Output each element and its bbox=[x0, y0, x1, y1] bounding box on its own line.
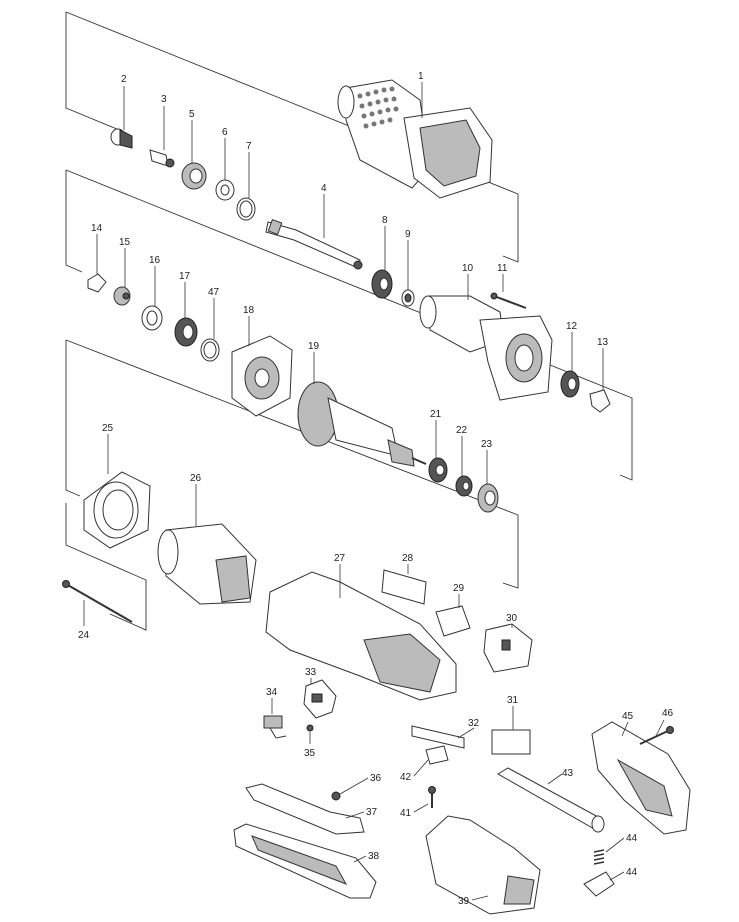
part-4-spindle bbox=[265, 219, 363, 270]
part-17-ball-bearing bbox=[174, 317, 198, 347]
part-41-terminal bbox=[425, 745, 449, 765]
callout-22: 22 bbox=[456, 425, 468, 436]
callout-12: 12 bbox=[566, 321, 578, 332]
part-22-ball-bearing bbox=[455, 475, 473, 497]
part-45-rear-cover-half bbox=[591, 721, 691, 835]
callout-28: 28 bbox=[402, 553, 414, 564]
part-36-screw bbox=[331, 791, 341, 801]
callout-32: 32 bbox=[468, 718, 480, 729]
part-28-label bbox=[381, 569, 427, 605]
part-7-ring bbox=[236, 197, 256, 221]
callout-46: 46 bbox=[662, 708, 674, 719]
part-40-screw bbox=[428, 786, 436, 808]
part-31-noise-suppressor bbox=[491, 729, 531, 755]
callout-24: 24 bbox=[78, 630, 90, 641]
callout-13: 13 bbox=[597, 337, 609, 348]
callout-7: 7 bbox=[246, 141, 252, 152]
callout-14: 14 bbox=[91, 223, 103, 234]
callout-11: 11 bbox=[497, 263, 508, 274]
callout-3: 3 bbox=[161, 94, 167, 105]
part-12-ball-bearing bbox=[560, 370, 580, 398]
part-39-rear-cover bbox=[425, 815, 541, 915]
part-23-fan bbox=[477, 483, 499, 513]
part-29-switch-plate bbox=[435, 605, 471, 637]
callout-42: 43 bbox=[562, 768, 574, 779]
callout-19: 19 bbox=[308, 341, 320, 352]
callout-18: 18 bbox=[243, 305, 255, 316]
callout-34: 34 bbox=[266, 687, 278, 698]
part-1-rear-cover bbox=[337, 79, 493, 199]
leader-lines bbox=[83, 82, 665, 901]
callout-45: 45 bbox=[622, 711, 634, 722]
callout-4: 4 bbox=[321, 183, 327, 194]
callout-41: 42 bbox=[400, 772, 412, 783]
part-43-spring bbox=[593, 849, 605, 865]
part-18-bearing-retainer bbox=[231, 335, 293, 417]
callout-8: 8 bbox=[382, 215, 388, 226]
callout-44: 44 bbox=[626, 867, 638, 878]
part-38-switch-lever-base bbox=[233, 823, 377, 899]
callout-35: 35 bbox=[304, 748, 316, 759]
part-35-screw bbox=[306, 724, 314, 732]
part-47-o-ring bbox=[200, 338, 220, 362]
callout-43: 44 bbox=[626, 833, 638, 844]
part-24-screw bbox=[62, 580, 133, 623]
part-2-collet-nut bbox=[110, 128, 133, 149]
callout-25: 25 bbox=[102, 423, 114, 434]
part-16-washer bbox=[141, 305, 163, 331]
part-13-fan-clip bbox=[589, 389, 611, 413]
part-33-brush-holder bbox=[303, 679, 337, 719]
group-frame-top bbox=[65, 11, 519, 263]
callout-labels: 1 2 3 5 6 7 4 8 9 10 11 12 13 14 15 16 1… bbox=[78, 71, 674, 907]
part-8-ball-bearing bbox=[371, 269, 393, 299]
group-frame-screw bbox=[65, 503, 147, 631]
callout-39: 39 bbox=[458, 896, 470, 907]
part-46-screw bbox=[639, 726, 674, 745]
part-5-lock-nut bbox=[181, 162, 207, 190]
part-10-bearing-box bbox=[419, 295, 553, 401]
callout-30: 30 bbox=[506, 613, 518, 624]
callout-1: 1 bbox=[418, 71, 424, 82]
part-3-collet-cone bbox=[149, 149, 175, 168]
callout-27: 27 bbox=[334, 553, 346, 564]
callout-21: 21 bbox=[430, 409, 442, 420]
callout-33: 33 bbox=[305, 667, 317, 678]
callout-10: 10 bbox=[462, 263, 474, 274]
part-14-nut bbox=[87, 273, 107, 293]
part-15-bolt bbox=[113, 286, 131, 306]
callout-26: 26 bbox=[190, 473, 202, 484]
part-37-switch-lever bbox=[245, 783, 365, 835]
callout-31: 31 bbox=[507, 695, 519, 706]
part-34-carbon-brush bbox=[263, 715, 287, 739]
part-9-retaining-ring bbox=[401, 289, 415, 307]
part-42-cord-guard bbox=[497, 767, 605, 833]
part-27-motor-housing bbox=[265, 571, 457, 701]
callout-38: 38 bbox=[368, 851, 380, 862]
part-11-screw bbox=[490, 292, 527, 309]
callout-29: 29 bbox=[453, 583, 465, 594]
group-frame-lower bbox=[65, 339, 519, 589]
callout-36: 36 bbox=[370, 773, 382, 784]
callout-6: 6 bbox=[222, 127, 228, 138]
callout-2: 2 bbox=[121, 74, 127, 85]
callout-16: 16 bbox=[149, 255, 161, 266]
callout-47: 47 bbox=[208, 287, 220, 298]
part-26-field bbox=[157, 523, 257, 605]
callout-15: 15 bbox=[119, 237, 131, 248]
part-30-switch bbox=[483, 623, 533, 673]
callout-37: 37 bbox=[366, 807, 378, 818]
part-44-lock-button bbox=[583, 871, 615, 897]
callout-5: 5 bbox=[189, 109, 195, 120]
callout-17: 17 bbox=[179, 271, 191, 282]
part-32-lead-wire bbox=[411, 725, 465, 749]
group-frame-middle bbox=[65, 169, 633, 481]
part-19-armature bbox=[297, 381, 427, 467]
part-25-baffle-plate bbox=[83, 471, 151, 549]
callout-40: 41 bbox=[400, 808, 412, 819]
part-6-washer bbox=[215, 179, 235, 201]
part-21-ball-bearing bbox=[428, 457, 448, 483]
callout-23: 23 bbox=[481, 439, 493, 450]
callout-9: 9 bbox=[405, 229, 411, 240]
